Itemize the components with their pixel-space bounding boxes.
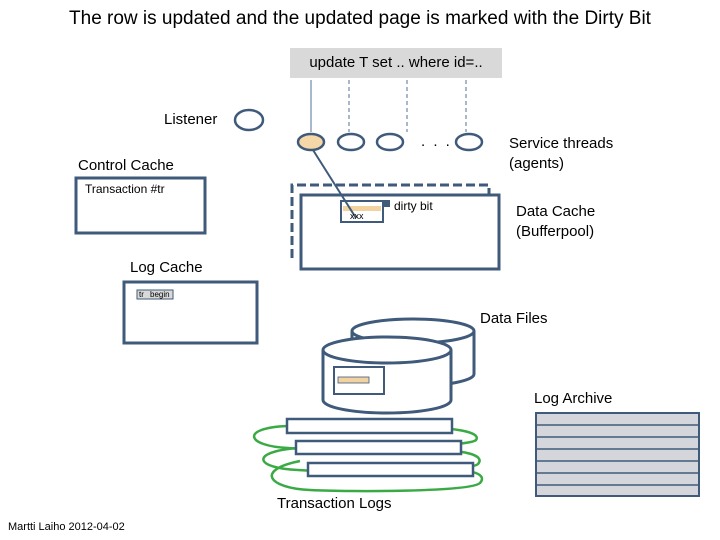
request-connectors	[348, 80, 467, 132]
transaction-log-file	[285, 417, 454, 435]
transaction-log-loops	[252, 424, 484, 493]
data-cache-page	[299, 193, 501, 271]
log-entry-id: tr	[139, 290, 144, 299]
data-file-cylinder-front	[321, 335, 453, 415]
listener-node	[233, 108, 265, 132]
log-entry	[136, 289, 174, 300]
log-archive-stack	[535, 412, 700, 497]
log-entry-text: begin	[150, 290, 170, 299]
sql-statement-box: update T set .. where id=..	[290, 48, 502, 78]
service-threads-label: Service threads (agents)	[509, 135, 614, 172]
footer-credit: Martti Laiho 2012-04-02	[8, 521, 125, 533]
dirty-bit-label: dirty bit	[394, 199, 433, 213]
cache-row-highlight	[343, 206, 381, 211]
page-title: The row is updated and the updated page …	[69, 8, 651, 29]
update-arrow	[312, 149, 357, 219]
service-thread	[375, 132, 405, 152]
data-files-label: Data Files	[480, 310, 548, 327]
control-cache-box	[74, 176, 207, 235]
service-thread	[336, 132, 366, 152]
log-archive-label: Log Archive	[534, 390, 613, 407]
service-thread	[454, 132, 484, 152]
data-cache-label: Data Cache (Bufferpool)	[516, 203, 596, 240]
listener-label: Listener	[164, 111, 218, 128]
transaction-log-file	[294, 439, 463, 456]
buffer-frame-back	[290, 183, 491, 258]
dirty-bit-marker	[383, 200, 390, 207]
transaction-label: Transaction #tr	[85, 182, 165, 196]
threads-ellipsis: . . .	[421, 133, 452, 150]
control-cache-label: Control Cache	[78, 157, 174, 174]
service-thread-active	[296, 132, 326, 152]
transaction-log-file	[306, 461, 475, 478]
cache-row-value: xxx	[350, 211, 364, 221]
transaction-logs-label: Transaction Logs	[277, 495, 392, 512]
log-cache-label: Log Cache	[130, 259, 203, 276]
